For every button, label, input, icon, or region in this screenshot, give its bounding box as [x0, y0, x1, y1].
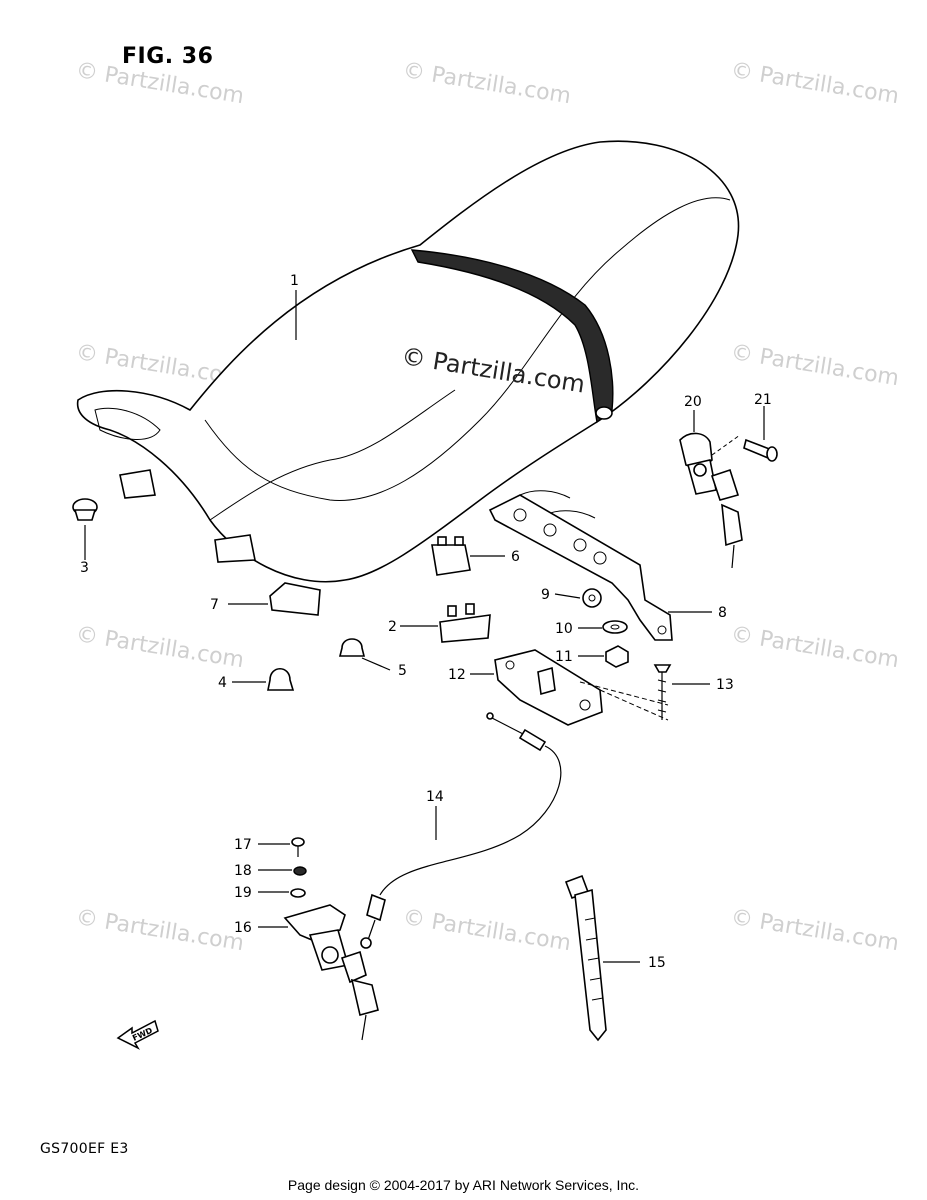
forward-direction-arrow: FWD	[116, 1019, 159, 1050]
model-code: GS700EF E3	[40, 1141, 129, 1157]
callout-9: 9	[541, 587, 550, 603]
washer-18-drawing[interactable]: 18	[234, 863, 307, 879]
seat-hinge-bracket-drawing[interactable]: 8	[488, 494, 727, 641]
lock-bracket-12-drawing[interactable]: 12	[448, 649, 669, 726]
cushion-7-drawing[interactable]: 7	[210, 582, 321, 616]
lock-washer-19-drawing[interactable]: 19	[234, 885, 306, 901]
screw-21-drawing[interactable]: 21	[743, 392, 778, 462]
callout-21: 21	[754, 392, 772, 408]
seat-lock-cable-drawing[interactable]: 14	[360, 712, 562, 949]
seat-lock-16-drawing[interactable]: 16	[234, 904, 379, 1041]
figure-title: FIG. 36	[122, 44, 214, 69]
callout-15: 15	[648, 955, 666, 971]
callout-19: 19	[234, 885, 252, 901]
callout-3: 3	[80, 560, 89, 576]
seat-drawing[interactable]: 1	[76, 140, 740, 583]
callout-20: 20	[684, 394, 702, 410]
callout-8: 8	[718, 605, 727, 621]
callout-4: 4	[218, 675, 227, 691]
screw-13-drawing[interactable]: 13	[653, 664, 734, 720]
cushion-4-drawing[interactable]: 4	[218, 667, 295, 691]
callout-18: 18	[234, 863, 252, 879]
callout-7: 7	[210, 597, 219, 613]
seat-lock-20-drawing[interactable]: 20	[679, 394, 743, 569]
callout-1: 1	[290, 273, 299, 289]
cushion-2-drawing[interactable]: 2	[388, 603, 491, 643]
callout-13: 13	[716, 677, 734, 693]
callout-16: 16	[234, 920, 252, 936]
callout-14: 14	[426, 789, 444, 805]
cushion-5-drawing[interactable]: 5	[338, 638, 407, 679]
cushion-6-drawing[interactable]: 6	[431, 536, 520, 576]
callout-10: 10	[555, 621, 573, 637]
callout-17: 17	[234, 837, 252, 853]
washer-10-drawing[interactable]: 10	[555, 620, 628, 637]
fwd-label: FWD	[131, 1026, 154, 1043]
footer-copyright: Page design © 2004-2017 by ARI Network S…	[287, 1177, 640, 1193]
nut-11-drawing[interactable]: 11	[555, 645, 629, 668]
callout-12: 12	[448, 667, 466, 683]
washer-9-drawing[interactable]: 9	[541, 587, 602, 608]
callout-6: 6	[511, 549, 520, 565]
callout-2: 2	[388, 619, 397, 635]
seat-stopper-drawing[interactable]: 3	[72, 498, 98, 576]
callout-5: 5	[398, 663, 407, 679]
cable-clamp-drawing[interactable]: 15	[564, 874, 666, 1042]
callout-11: 11	[555, 649, 573, 665]
screw-17-drawing[interactable]: 17	[234, 837, 305, 857]
